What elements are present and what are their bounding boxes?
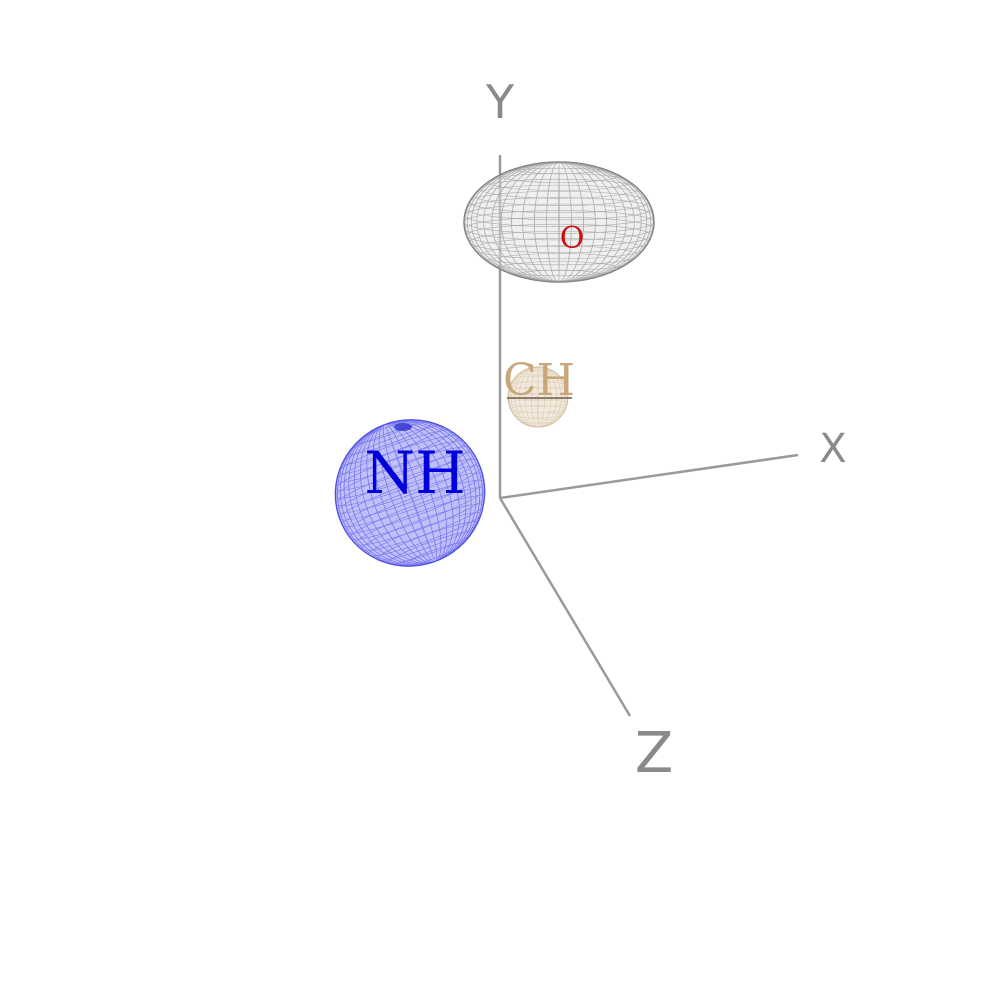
atom-nh-pole [394,423,412,431]
atom-nh-ellipsoid: NH [334,419,486,567]
mesh-longitude-line [519,367,557,427]
mesh-longitude-line [470,162,648,282]
mesh-latitude-line [464,210,654,234]
mesh-longitude-line [335,419,485,567]
atom-ch-mesh [508,367,568,427]
x-axis-label: X [819,426,846,472]
atom-o-ellipsoid: O [463,161,655,283]
mesh-longitude-line [508,367,568,427]
atom-ch-ellipsoid: CH [503,355,575,428]
mesh-longitude-line [464,162,654,282]
mesh-longitude-line [483,162,635,282]
mesh-longitude-line [558,162,560,282]
mesh-longitude-line [491,162,627,282]
mesh-longitude-line [466,162,652,282]
mesh-lines [334,419,486,567]
atom-o-mesh [464,162,654,282]
y-axis-label: Y [485,75,515,129]
atom-nh-mesh [334,419,486,567]
atom-o-label: O [560,221,585,256]
mesh-lines [464,162,654,282]
mesh-latitude-line [508,393,568,401]
mesh-longitude-line [534,162,584,282]
mesh-longitude-line [546,162,572,282]
mesh-lines [508,367,568,427]
mesh-longitude-line [524,367,552,427]
atom-nh-label: NH [364,439,465,507]
mesh-longitude-line [514,367,562,427]
mesh-longitude-line [522,162,596,282]
z-axis-label: Z [635,721,673,786]
mesh-longitude-line [500,162,618,282]
axes: Y X Z [485,75,847,786]
mesh-longitude-line [537,367,539,427]
mesh-longitude-line [510,367,566,427]
mesh-longitude-line [476,162,642,282]
mesh-longitude-line [531,367,545,427]
mesh-longitude-line [511,162,607,282]
x-axis-line [499,453,799,500]
z-axis-line [498,497,632,717]
